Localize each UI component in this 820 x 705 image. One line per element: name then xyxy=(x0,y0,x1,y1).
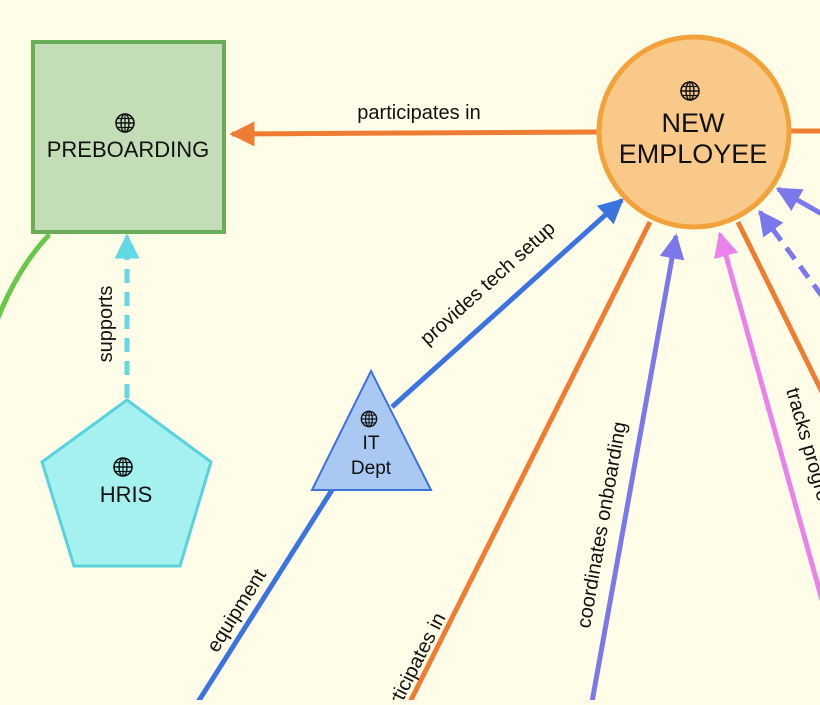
node-preboarding[interactable]: PREBOARDING xyxy=(31,40,226,234)
globe-icon xyxy=(115,113,135,133)
globe-icon xyxy=(113,457,133,477)
node-label-preboarding: PREBOARDING xyxy=(47,137,210,162)
node-label-hris: HRIS xyxy=(100,482,153,507)
node-label-it-dept-line1: IT xyxy=(363,433,380,454)
node-hris[interactable]: HRIS xyxy=(40,398,213,568)
edge-orange-down-right xyxy=(735,220,820,394)
edge-provides-tech-setup xyxy=(390,198,624,409)
edge-label-supports: supports xyxy=(95,286,117,363)
node-label-it-dept-line2: Dept xyxy=(351,458,392,479)
edge-participates-in-preboarding xyxy=(229,121,599,147)
edge-label-provides-tech-setup: provides tech setup xyxy=(416,217,560,349)
edge-label-participates-in-preboarding: participates in xyxy=(357,102,480,124)
node-label-new-employee-line2: EMPLOYEE xyxy=(619,139,768,169)
edge-green-arc xyxy=(0,233,51,320)
globe-icon xyxy=(360,410,378,428)
edge-tracks-progress xyxy=(713,231,820,601)
edge-coordinates-onboarding xyxy=(589,233,685,703)
node-new-employee[interactable]: NEW EMPLOYEE xyxy=(596,34,792,230)
edge-purple-dashed xyxy=(757,209,820,298)
edge-participates-in-down xyxy=(407,220,653,704)
edge-label-tracks-progress: tracks progre xyxy=(781,385,820,503)
node-it-dept[interactable]: IT Dept xyxy=(310,368,433,491)
globe-icon xyxy=(680,81,700,101)
edge-label-participates-in-down: participates in xyxy=(375,609,451,700)
edge-purple-solid xyxy=(775,186,820,216)
node-label-new-employee-line1: NEW xyxy=(662,108,726,138)
edge-equipment xyxy=(195,488,335,704)
